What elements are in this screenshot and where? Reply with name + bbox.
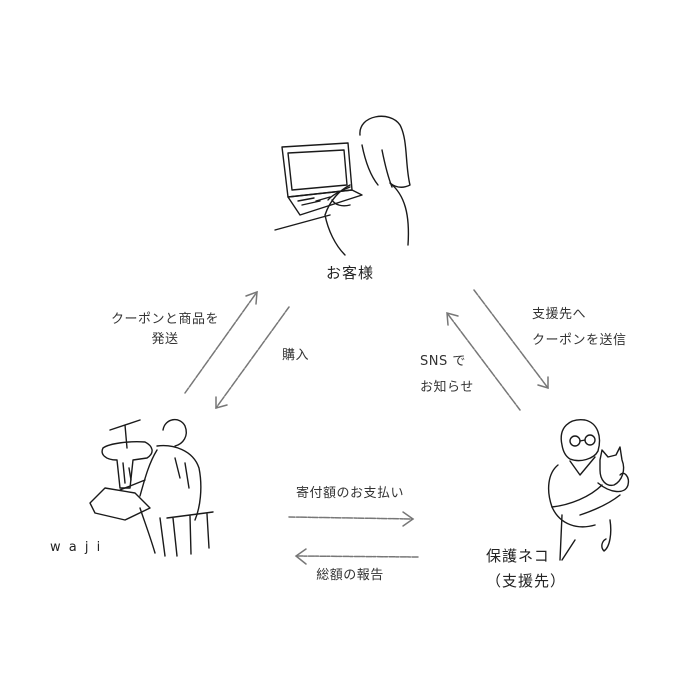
edge-label-line1: SNS で — [420, 354, 466, 369]
waji-illustration — [89, 419, 214, 557]
edge-label-customer-to-shelter: 支援先へ クーポンを送信 — [532, 305, 627, 351]
edge-label-waji-to-customer: クーポンと商品を 発送 — [90, 310, 240, 350]
edge-label-customer-to-waji: 購入 — [282, 348, 310, 363]
edge-label-line2: 発送 — [151, 332, 179, 347]
edge-label-line2: クーポンを送信 — [532, 333, 627, 348]
edge-label-shelter-to-waji: 総額の報告 — [316, 568, 384, 583]
edge-label-shelter-to-customer: SNS で お知らせ — [420, 352, 474, 398]
shelter-label-line1: 保護ネコ — [486, 547, 550, 565]
edge-label-waji-to-shelter: 寄付額のお支払い — [295, 486, 404, 501]
customer-label: お客様 — [325, 264, 374, 282]
customer-illustration — [274, 115, 411, 256]
edge-label-line1: 支援先へ — [532, 307, 587, 322]
edge-label-line2: お知らせ — [420, 380, 474, 395]
edge-label-line1: クーポンと商品を — [110, 312, 219, 327]
waji-label: w a j i — [50, 540, 103, 555]
shelter-label-line2: （支援先） — [486, 572, 567, 590]
shelter-illustration — [547, 419, 630, 561]
shelter-label: 保護ネコ （支援先） — [486, 545, 566, 591]
